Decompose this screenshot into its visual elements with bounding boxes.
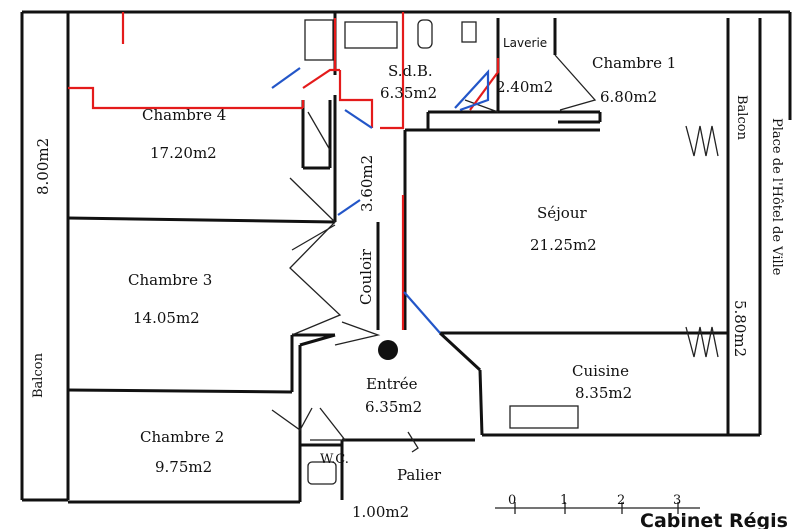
- room-name-chambre1: Chambre 1: [592, 54, 676, 72]
- room-area-sejour: 21.25m2: [530, 236, 597, 254]
- bathtub-fixture: [344, 21, 398, 49]
- column-marker: [378, 340, 398, 360]
- room-name-cuisine: Cuisine: [572, 362, 629, 380]
- radiator-2: [685, 326, 719, 358]
- shower-fixture: [304, 19, 334, 61]
- balcony-left-dimension: 8.00m2: [34, 138, 52, 195]
- toilet-fixture: [417, 19, 433, 49]
- room-name-laverie: Laverie: [503, 36, 547, 50]
- room-area-couloir: 3.60m2: [358, 155, 376, 212]
- scale-bar: 0 1 2 3: [495, 493, 700, 514]
- room-name-couloir: Couloir: [357, 248, 375, 305]
- scale-tick-2: 2: [617, 493, 625, 508]
- room-name-sejour: Séjour: [537, 204, 587, 222]
- room-name-chambre3: Chambre 3: [128, 271, 212, 289]
- wc-toilet-fixture: [307, 461, 337, 485]
- scale-tick-3: 3: [673, 493, 681, 508]
- door-swings: [271, 54, 597, 453]
- room-area-sdb: 6.35m2: [380, 84, 437, 102]
- balcony-right-label: Balcon: [734, 95, 749, 141]
- room-name-chambre2: Chambre 2: [140, 428, 224, 446]
- room-name-palier: Palier: [397, 466, 442, 484]
- radiators: [685, 125, 719, 358]
- wc-dimension: 1.00m2: [352, 503, 409, 521]
- room-area-entree: 6.35m2: [365, 398, 422, 416]
- cabinet-stamp: Cabinet Régis: [640, 510, 788, 529]
- room-area-laverie: 2.40m2: [496, 78, 553, 96]
- fixtures: [304, 19, 579, 485]
- room-area-chambre1: 6.80m2: [600, 88, 657, 106]
- balcony-left-label: Balcon: [31, 352, 46, 398]
- room-area-chambre4: 17.20m2: [150, 144, 217, 162]
- scale-tick-1: 1: [560, 493, 568, 508]
- room-name-entree: Entrée: [366, 375, 418, 393]
- room-name-wc: W.C.: [320, 452, 349, 467]
- room-name-chambre4: Chambre 4: [142, 106, 226, 124]
- room-name-sdb: S.d.B.: [388, 62, 433, 80]
- sink-fixture: [461, 21, 477, 43]
- room-area-cuisine: 8.35m2: [575, 384, 632, 402]
- blue-lines: [271, 67, 490, 334]
- red-lines: [68, 12, 500, 330]
- room-area-chambre2: 9.75m2: [155, 458, 212, 476]
- radiator-1: [685, 125, 719, 157]
- kitchen-sink-fixture: [509, 405, 579, 429]
- room-labels: Chambre 1 6.80m2 Chambre 4 17.20m2 Chamb…: [31, 36, 788, 529]
- outer-walls: [20, 10, 792, 504]
- balcony-right-dimension: 5.80m2: [731, 300, 749, 357]
- street-label: Place de l'Hôtel de Ville: [769, 118, 784, 276]
- room-area-chambre3: 14.05m2: [133, 309, 200, 327]
- scale-tick-0: 0: [508, 493, 516, 508]
